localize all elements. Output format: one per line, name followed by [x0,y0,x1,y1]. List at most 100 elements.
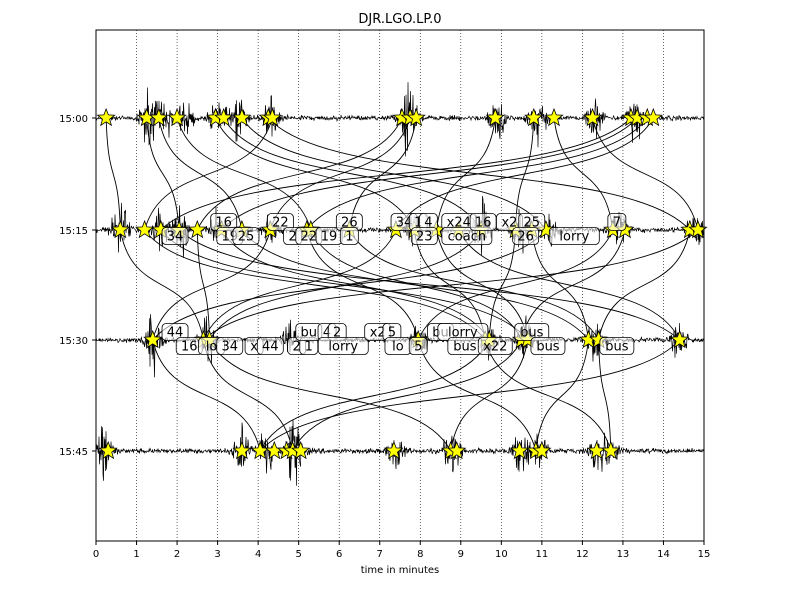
event-label-text: lo [206,340,218,355]
event-label-text: 23 [416,230,433,245]
event-label-text: lorry [328,340,358,355]
connection-curve [306,229,419,341]
connection-curve [221,229,490,341]
connection-curve [202,339,294,452]
event-star-marker [98,440,118,460]
connection-curve [176,117,312,231]
event-label: 19 [315,227,343,245]
event-label-text: x22 [483,340,507,355]
event-label-box [317,337,369,355]
event-label-text: 19 [321,230,338,245]
event-star-marker [485,107,505,127]
event-star-marker [509,440,530,460]
event-star-marker [291,440,311,460]
event-label: 1 [339,227,359,245]
x-tick-label-15: 15 [698,549,711,560]
event-star-marker [151,219,171,239]
event-label-box [408,337,428,355]
event-label-text: bu [301,326,318,341]
event-label: 34 [216,337,244,355]
connection-curve [592,117,699,231]
x-tick-label-12: 12 [576,549,589,560]
event-label: 16 [210,213,238,231]
event-label-text: x [250,340,258,355]
event-label-box [216,337,244,355]
chart-title: DJR.LGO.LP.0 [358,12,441,27]
event-label-box [339,227,359,245]
event-label: 23 [410,227,438,245]
x-tick-label-13: 13 [617,549,630,560]
connection-curve [535,339,589,452]
connection-curve [436,117,496,231]
event-label-text: 1 [305,340,313,355]
event-label-text: 34 [221,340,238,355]
event-star-marker [232,440,252,460]
event-label-text: 22 [272,216,289,231]
event-label-box [512,227,540,245]
x-tick-label-5: 5 [295,549,301,560]
trace-15:00 [95,82,705,157]
event-label-text: 2 [288,230,296,245]
connection-curve [158,117,243,231]
event-label-text: x2 [370,326,386,341]
event-label-text: bus [605,340,628,355]
event-label-text: 34 [396,216,413,231]
event-label-text: 1 [414,216,422,231]
connection-curve [488,229,516,341]
event-label: lorry [548,227,600,245]
connection-curve [160,117,632,231]
event-label-text: x2 [501,216,517,231]
connection-curve [553,117,614,231]
event-star-marker [110,219,130,239]
event-connection-curves [105,117,699,452]
connection-curve [105,117,121,231]
event-label-text: 16 [215,216,232,231]
event-label-box [607,213,627,231]
event-label-text: 16 [475,216,492,231]
event-label: bus [447,337,483,355]
event-label-text: 26 [517,230,534,245]
connection-curve [598,229,691,341]
event-label: 2 [327,323,347,341]
event-label-text: lorry [448,326,478,341]
connection-curve [221,117,638,231]
connection-curve [292,339,523,452]
x-tick-label-1: 1 [133,549,139,560]
event-star-marker [96,107,116,127]
connection-curve [209,229,482,341]
event-star-marker [670,329,690,349]
event-label: 5 [408,337,428,355]
x-tick-label-9: 9 [458,549,464,560]
event-label: 44 [161,323,189,341]
connection-curve [598,339,612,452]
connection-curve [223,117,482,231]
event-star-marker [167,107,187,127]
x-tick-label-10: 10 [495,549,508,560]
event-label-text: 4 [323,326,331,341]
connection-curve [259,339,681,452]
event-label-box [232,227,260,245]
event-label-text: 44 [262,340,279,355]
connection-curve [310,229,523,341]
plot-frame [95,29,705,542]
connection-curve [417,229,614,341]
x-tick-label-8: 8 [417,549,423,560]
event-label: 26 [335,213,363,231]
event-label-text: lorry [559,230,589,245]
event-label-text: 26 [341,216,358,231]
connection-curve [119,229,204,341]
event-label: lo [384,337,412,355]
event-label-text: bus [453,340,476,355]
event-label: 22 [295,227,323,245]
trace-15:45 [95,420,705,486]
event-label-box [256,337,284,355]
y-tick-label-2: 15:30 [59,336,88,347]
event-label-box [599,337,635,355]
event-label-box [161,227,189,245]
event-label-box [441,227,493,245]
event-label-box [530,337,566,355]
connection-curve [203,229,699,341]
connection-curve [178,229,680,341]
